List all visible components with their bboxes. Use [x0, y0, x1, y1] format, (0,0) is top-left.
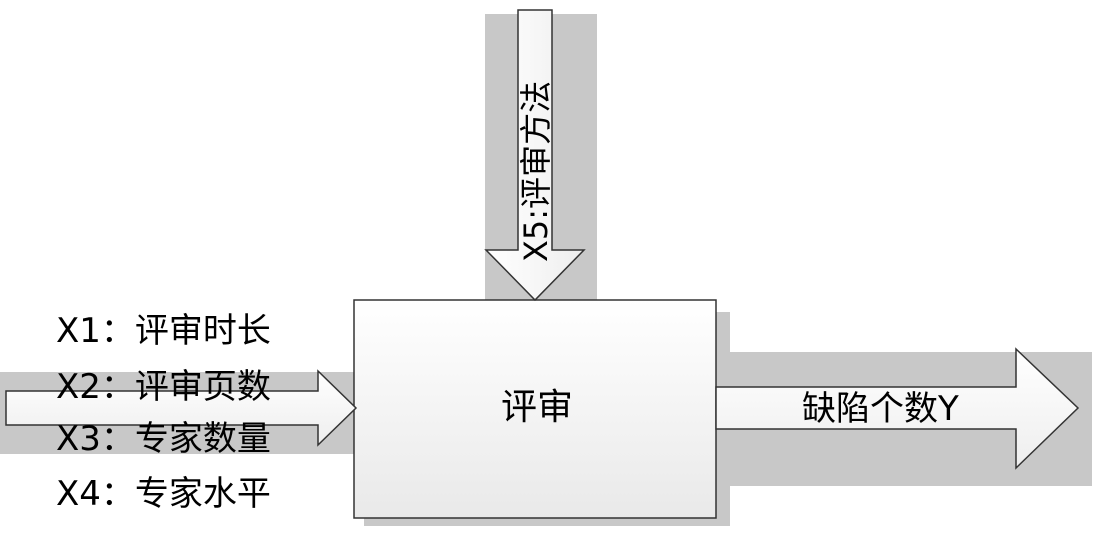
input-factor-list: X1：评审时长 X2：评审页数 X3：专家数量 X4：专家水平	[56, 311, 271, 514]
left-input-arrow	[5, 369, 358, 447]
output-label: 缺陷个数Y	[802, 389, 959, 429]
process-label: 评审	[501, 387, 573, 428]
output-arrow	[715, 347, 1080, 470]
input-factor-x2: X2：评审页数	[56, 367, 271, 407]
input-factor-x1: X1：评审时长	[56, 311, 271, 351]
top-input-label: X5:评审方法	[517, 81, 555, 262]
input-factor-x3: X3：专家数量	[56, 419, 271, 459]
input-factor-x4: X4：专家水平	[56, 474, 271, 514]
top-input-arrow	[484, 9, 586, 302]
process-box	[353, 299, 717, 519]
